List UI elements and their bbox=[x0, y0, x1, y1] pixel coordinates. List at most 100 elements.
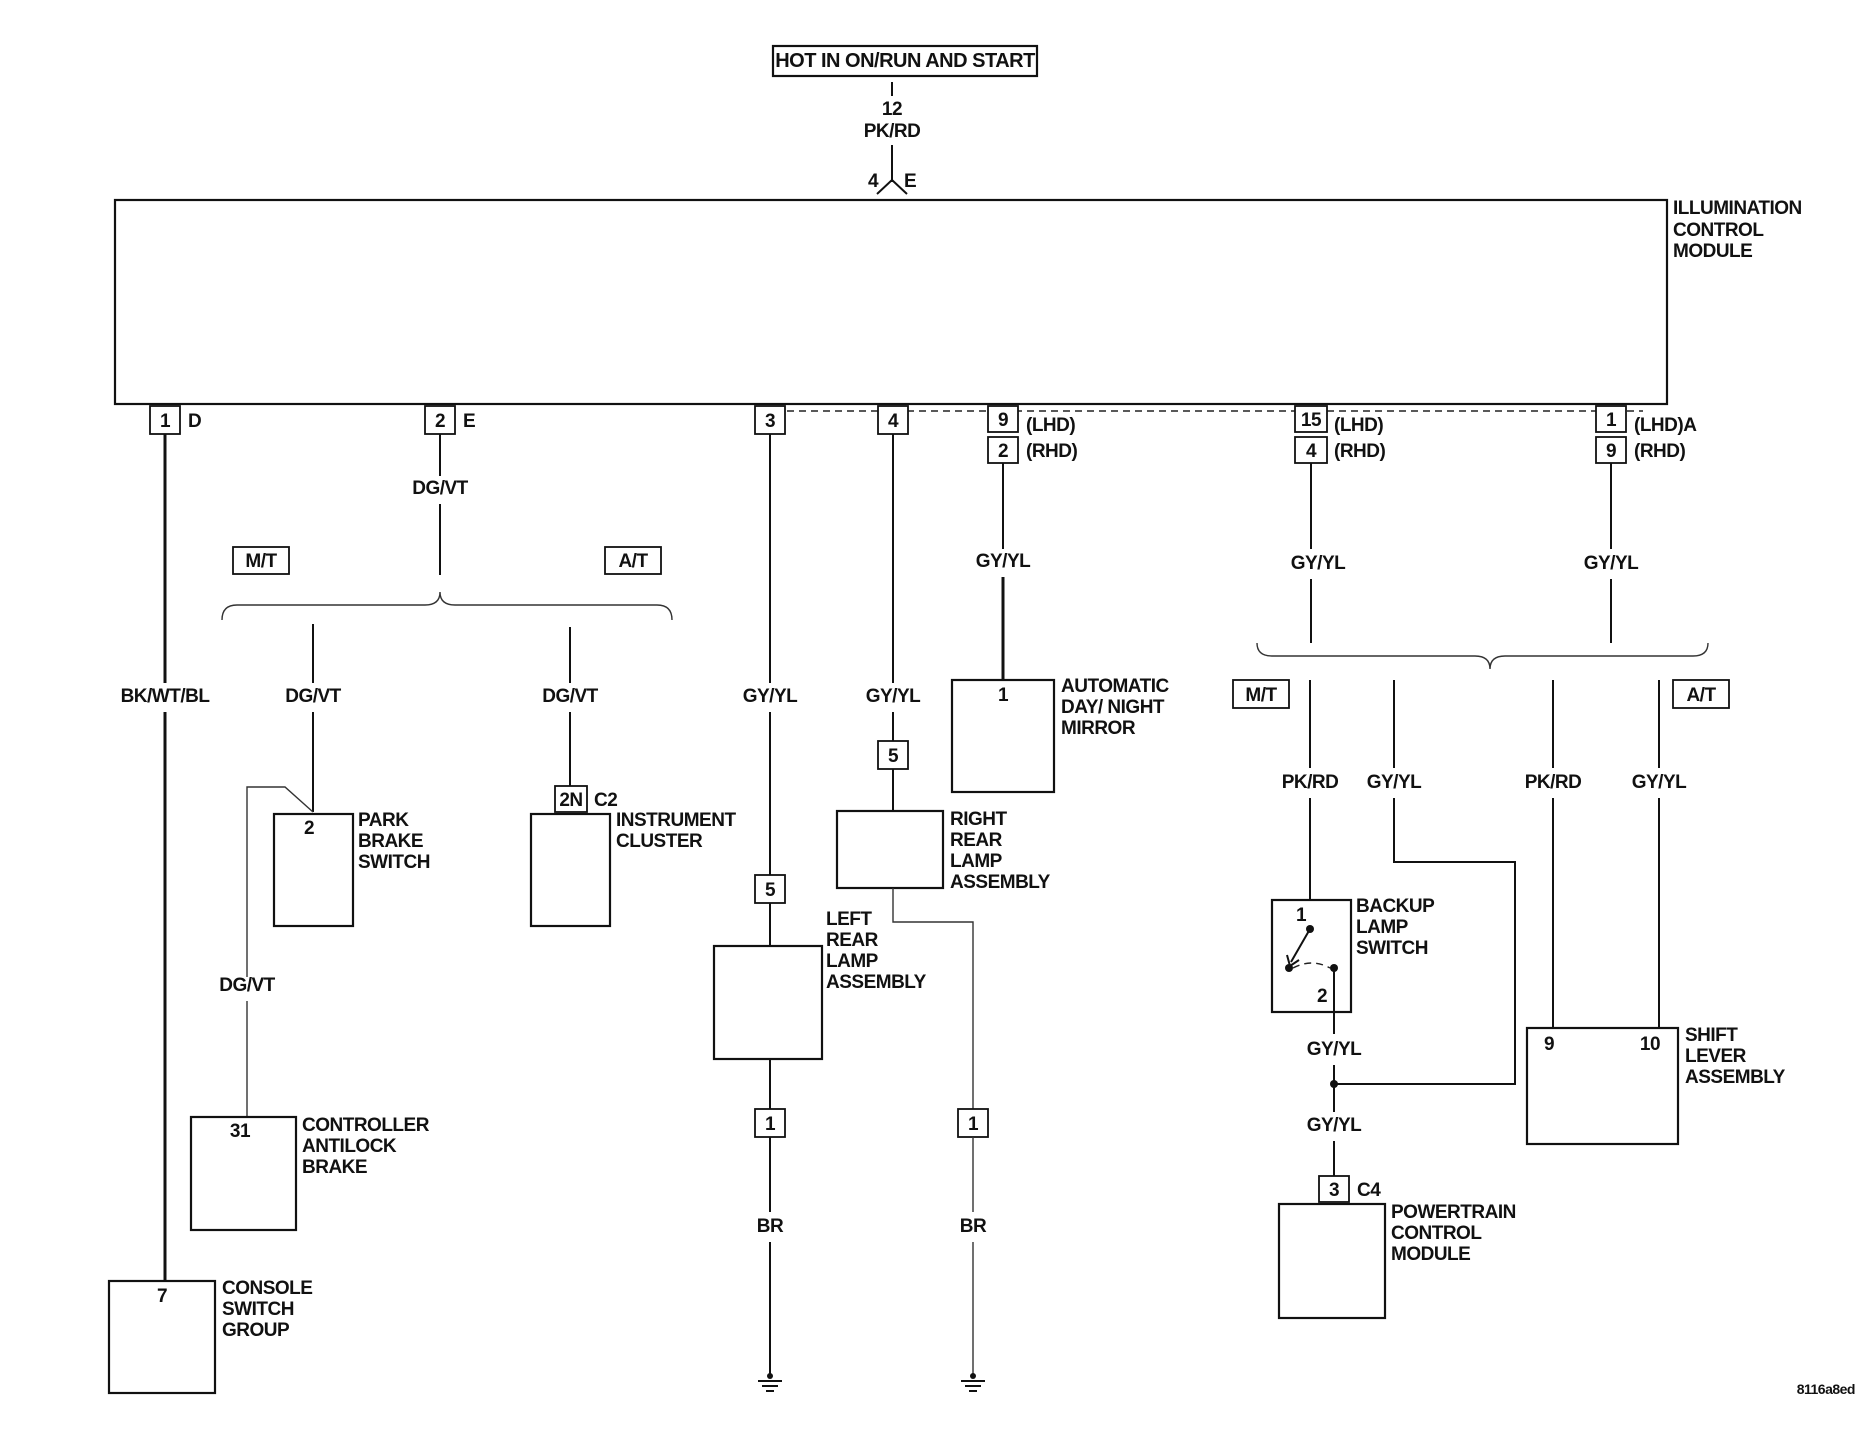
module-label-1: ILLUMINATION bbox=[1673, 198, 1802, 219]
park-brake-label-1: PARK bbox=[358, 810, 409, 831]
left-rear-ground: 1 BR bbox=[754, 1059, 786, 1392]
wire-gy-yl-4: GY/YL bbox=[866, 686, 921, 707]
wire-gy-yl-9: GY/YL bbox=[976, 551, 1031, 572]
feed-wire-color: PK/RD bbox=[864, 121, 921, 142]
cab-label-2: ANTILOCK bbox=[302, 1136, 397, 1157]
circuit-gy-yl-at: GY/YL bbox=[1632, 680, 1688, 1028]
rr-lamp-label-2: REAR bbox=[950, 830, 1003, 851]
circuit-gy-yl-mt: GY/YL bbox=[1334, 680, 1516, 1085]
cluster-conn: C2 bbox=[594, 790, 617, 811]
circuit-pk-rd-at: PK/RD bbox=[1525, 680, 1582, 1028]
mirror-label-3: MIRROR bbox=[1061, 718, 1136, 739]
backup-label-3: SWITCH bbox=[1356, 938, 1428, 959]
module-pin-1-d: 1 D bbox=[149, 405, 202, 435]
pcm-label-1: POWERTRAIN bbox=[1391, 1202, 1516, 1223]
pin-2-conn: E bbox=[463, 411, 475, 432]
console-label-1: CONSOLE bbox=[222, 1278, 312, 1299]
lr-lamp-label-2: REAR bbox=[826, 930, 879, 951]
circuit-pk-rd-mt: PK/RD bbox=[1282, 680, 1339, 914]
power-source: HOT IN ON/RUN AND START bbox=[771, 44, 1039, 78]
shift-label-3: ASSEMBLY bbox=[1685, 1067, 1786, 1088]
option-at-left: A/T bbox=[604, 546, 662, 575]
pcm-conn: C4 bbox=[1357, 1180, 1381, 1201]
module-pin-1a-9: 1 (LHD)A 9 (RHD) bbox=[1595, 405, 1698, 464]
wire-br-right: BR bbox=[960, 1216, 987, 1237]
console-label-2: SWITCH bbox=[222, 1299, 294, 1320]
circuit-gy-yl-4: GY/YL 5 bbox=[866, 434, 922, 811]
pin-1-conn: D bbox=[188, 411, 201, 432]
circuit-bk-wt-bl: BK/WT/BL bbox=[121, 434, 211, 1280]
rr-lamp-label-1: RIGHT bbox=[950, 809, 1008, 830]
backup-lamp-switch: 1 2 BACKUP LAMP SWITCH bbox=[1270, 896, 1436, 1014]
connector-lr-5-label: 5 bbox=[765, 880, 776, 901]
backup-label-2: LAMP bbox=[1356, 917, 1409, 938]
park-brake-label-2: BRAKE bbox=[358, 831, 423, 852]
module-pin-2-e: 2 E bbox=[424, 405, 476, 435]
feed-conn-pin: 4 bbox=[868, 171, 879, 192]
module-label-2: CONTROL bbox=[1673, 220, 1764, 241]
cab-label-1: CONTROLLER bbox=[302, 1115, 430, 1136]
connector-rr-5 bbox=[877, 740, 909, 770]
wire-dg-vt-at: DG/VT bbox=[542, 686, 598, 707]
shift-pin-10: 10 bbox=[1640, 1034, 1660, 1055]
option-mt-right: M/T bbox=[1232, 679, 1290, 709]
pin-4-rhd-tag: (RHD) bbox=[1334, 441, 1385, 462]
circuit-gy-yl-9: GY/YL bbox=[976, 463, 1032, 680]
connector-lr-1-label: 1 bbox=[765, 1114, 776, 1135]
connector-rr-1-label: 1 bbox=[968, 1114, 979, 1135]
option-brace-right bbox=[1256, 642, 1709, 670]
pin-4-label: 4 bbox=[888, 411, 899, 432]
option-brace-left bbox=[221, 591, 673, 621]
circuit-gy-yl-15: GY/YL bbox=[1291, 463, 1347, 643]
wire-gy-yl-1a: GY/YL bbox=[1584, 553, 1639, 574]
wire-pk-rd-at: PK/RD bbox=[1525, 772, 1582, 793]
lr-lamp-label-3: LAMP bbox=[826, 951, 879, 972]
wire-gy-yl-mt: GY/YL bbox=[1367, 772, 1422, 793]
wire-pk-rd-mt: PK/RD bbox=[1282, 772, 1339, 793]
wire-gy-yl-3: GY/YL bbox=[743, 686, 798, 707]
pin-9-lhd-tag: (LHD) bbox=[1026, 415, 1075, 436]
console-label-3: GROUP bbox=[222, 1320, 290, 1341]
controller-antilock-brake: 31 CONTROLLER ANTILOCK BRAKE bbox=[189, 1115, 430, 1232]
mirror-label-2: DAY/ NIGHT bbox=[1061, 697, 1165, 718]
pcm-label-3: MODULE bbox=[1391, 1244, 1470, 1265]
wire-dg-vt-lower: DG/VT bbox=[219, 975, 275, 996]
pin-1a-lhd: 1 bbox=[1606, 410, 1617, 431]
pin-1a-lhd-tag: (LHD)A bbox=[1634, 415, 1697, 436]
module-pin-15-4: 15 (LHD) 4 (RHD) bbox=[1294, 405, 1386, 464]
module-pin-4: 4 bbox=[877, 405, 909, 435]
module-pin-9-2: 9 (LHD) 2 (RHD) bbox=[987, 405, 1078, 464]
module-label-3: MODULE bbox=[1673, 241, 1752, 262]
option-mt-right-label: M/T bbox=[1245, 685, 1277, 706]
backup-label-1: BACKUP bbox=[1356, 896, 1435, 917]
automatic-day-night-mirror: 1 AUTOMATIC DAY/ NIGHT MIRROR bbox=[950, 676, 1170, 794]
option-at-right: A/T bbox=[1672, 679, 1730, 709]
cluster-label-1: INSTRUMENT bbox=[616, 810, 736, 831]
connector-rr-5-label: 5 bbox=[888, 746, 899, 767]
rr-lamp-label-3: LAMP bbox=[950, 851, 1003, 872]
shift-pin-9: 9 bbox=[1544, 1034, 1554, 1055]
shift-label-2: LEVER bbox=[1685, 1046, 1747, 1067]
pin-1-label: 1 bbox=[160, 411, 171, 432]
wire-bk-wt-bl: BK/WT/BL bbox=[121, 686, 211, 707]
feed-wire: 12 PK/RD 4 E bbox=[864, 82, 921, 195]
shift-label-1: SHIFT bbox=[1685, 1025, 1738, 1046]
pcm-label-2: CONTROL bbox=[1391, 1223, 1482, 1244]
left-rear-lamp-assembly: LEFT REAR LAMP ASSEMBLY bbox=[712, 909, 927, 1061]
right-rear-lamp-assembly: RIGHT REAR LAMP ASSEMBLY bbox=[835, 809, 1051, 893]
wire-gy-yl-15: GY/YL bbox=[1291, 553, 1346, 574]
wire-gy-yl-splice-lower: GY/YL bbox=[1307, 1115, 1362, 1136]
circuit-dg-vt: DG/VT bbox=[221, 434, 673, 621]
wire-gy-yl-splice-upper: GY/YL bbox=[1307, 1039, 1362, 1060]
pin-2-rhd: 2 bbox=[998, 441, 1008, 462]
pin-2-rhd-tag: (RHD) bbox=[1026, 441, 1077, 462]
right-rear-ground: 1 BR bbox=[892, 888, 989, 1392]
backup-pin-2: 2 bbox=[1317, 986, 1327, 1007]
wire-br-left: BR bbox=[757, 1216, 784, 1237]
console-switch-group: 7 CONSOLE SWITCH GROUP bbox=[107, 1278, 313, 1395]
console-pin: 7 bbox=[157, 1286, 167, 1307]
pin-9-lhd: 9 bbox=[998, 410, 1008, 431]
illumination-control-module: ILLUMINATION CONTROL MODULE bbox=[113, 198, 1802, 406]
option-at-left-label: A/T bbox=[618, 551, 648, 572]
